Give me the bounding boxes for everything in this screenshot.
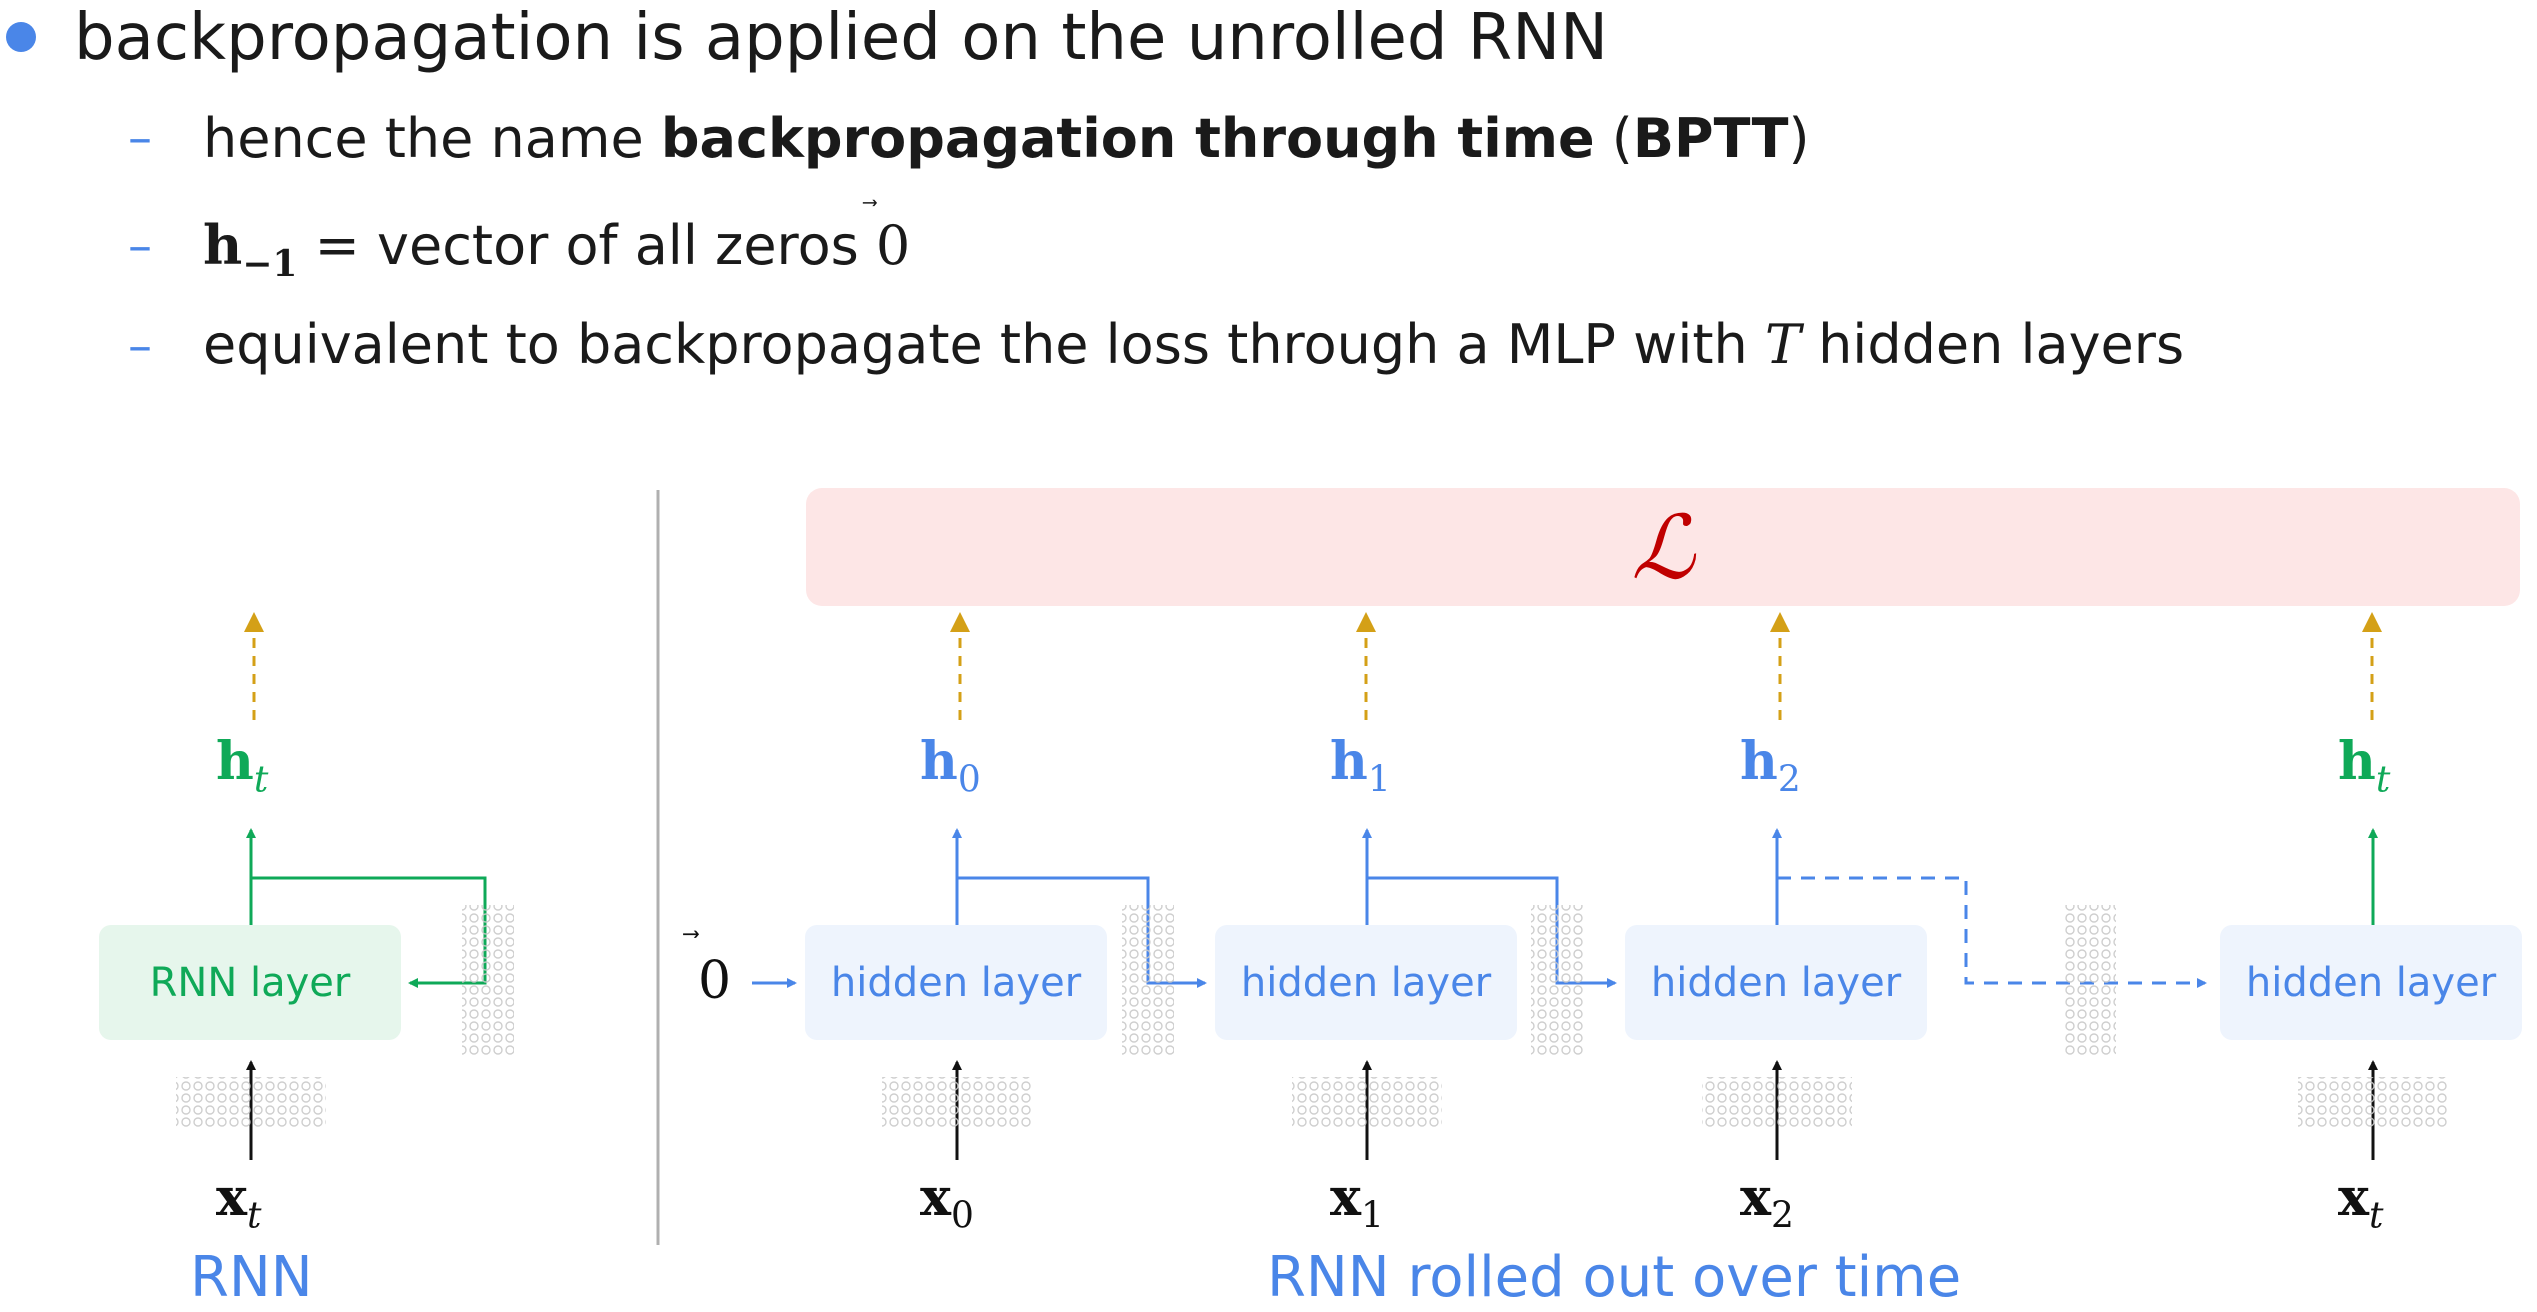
input-neuron-grids <box>176 1077 2448 1129</box>
output-label-ht: ht <box>2338 731 2391 801</box>
loss-symbol: ℒ <box>1631 495 1695 599</box>
output-label-h1: h1 <box>1330 731 1391 801</box>
sub-bullet-1-post: ) <box>1788 107 1810 170</box>
sub-bullet-1-bold2: BPTT <box>1632 107 1789 170</box>
output-label-h0: h0 <box>920 731 981 801</box>
hidden-layer-box-0: hidden layer <box>805 925 1107 1040</box>
hidden-layer-box-t: hidden layer <box>2220 925 2522 1040</box>
h-minus-one-subscript: −1 <box>242 242 298 285</box>
loss-box: ℒ <box>806 488 2520 606</box>
input-label-x0: x0 <box>920 1167 974 1237</box>
bullet-dot <box>6 22 36 52</box>
sub-bullet-dash-3: – <box>128 318 152 374</box>
t-variable: T <box>1764 313 1801 376</box>
hidden-neuron-grids <box>1122 905 2116 1055</box>
sub-bullet-1: hence the name backpropagation through t… <box>203 112 1810 166</box>
initial-state-label: ⃗0 <box>698 951 732 1011</box>
unrolled-caption: RNN rolled out over time <box>1267 1245 1962 1310</box>
sub-bullet-3: equivalent to backpropagate the loss thr… <box>203 318 2184 372</box>
sub-bullet-2: h−1 = vector of all zeros ⃗0 <box>203 218 910 282</box>
rnn-output-label: ht <box>216 731 269 801</box>
sub-bullet-3-post: hidden layers <box>1800 313 2185 376</box>
bullet-text: backpropagation is applied on the unroll… <box>74 1 1608 75</box>
sub-bullet-1-bold: backpropagation through time <box>660 107 1595 170</box>
sub-bullet-dash-1: – <box>128 110 152 166</box>
sub-bullet-3-text: equivalent to backpropagate the loss thr… <box>203 313 1765 376</box>
input-label-xt: xt <box>2338 1167 2384 1237</box>
input-label-x1: x1 <box>1330 1167 1384 1237</box>
hidden-layer-box-1: hidden layer <box>1215 925 1517 1040</box>
rnn-input-label: xt <box>216 1167 262 1237</box>
sub-bullet-1-pre: hence the name <box>203 107 661 170</box>
rnn-layer-box: RNN layer <box>99 925 401 1040</box>
input-label-x2: x2 <box>1740 1167 1794 1237</box>
sub-bullet-2-text: = vector of all zeros <box>297 214 876 277</box>
output-label-h2: h2 <box>1740 731 1801 801</box>
loss-arrows <box>244 612 2382 720</box>
rnn-caption: RNN <box>190 1245 313 1310</box>
h-minus-one-symbol: h <box>203 213 243 277</box>
sub-bullet-1-mid: ( <box>1594 107 1633 170</box>
hidden-layer-box-2: hidden layer <box>1625 925 1927 1040</box>
neuron-grid <box>462 905 514 1055</box>
sub-bullet-dash-2: – <box>128 218 152 274</box>
zero-vector-symbol: ⃗0 <box>875 214 911 277</box>
